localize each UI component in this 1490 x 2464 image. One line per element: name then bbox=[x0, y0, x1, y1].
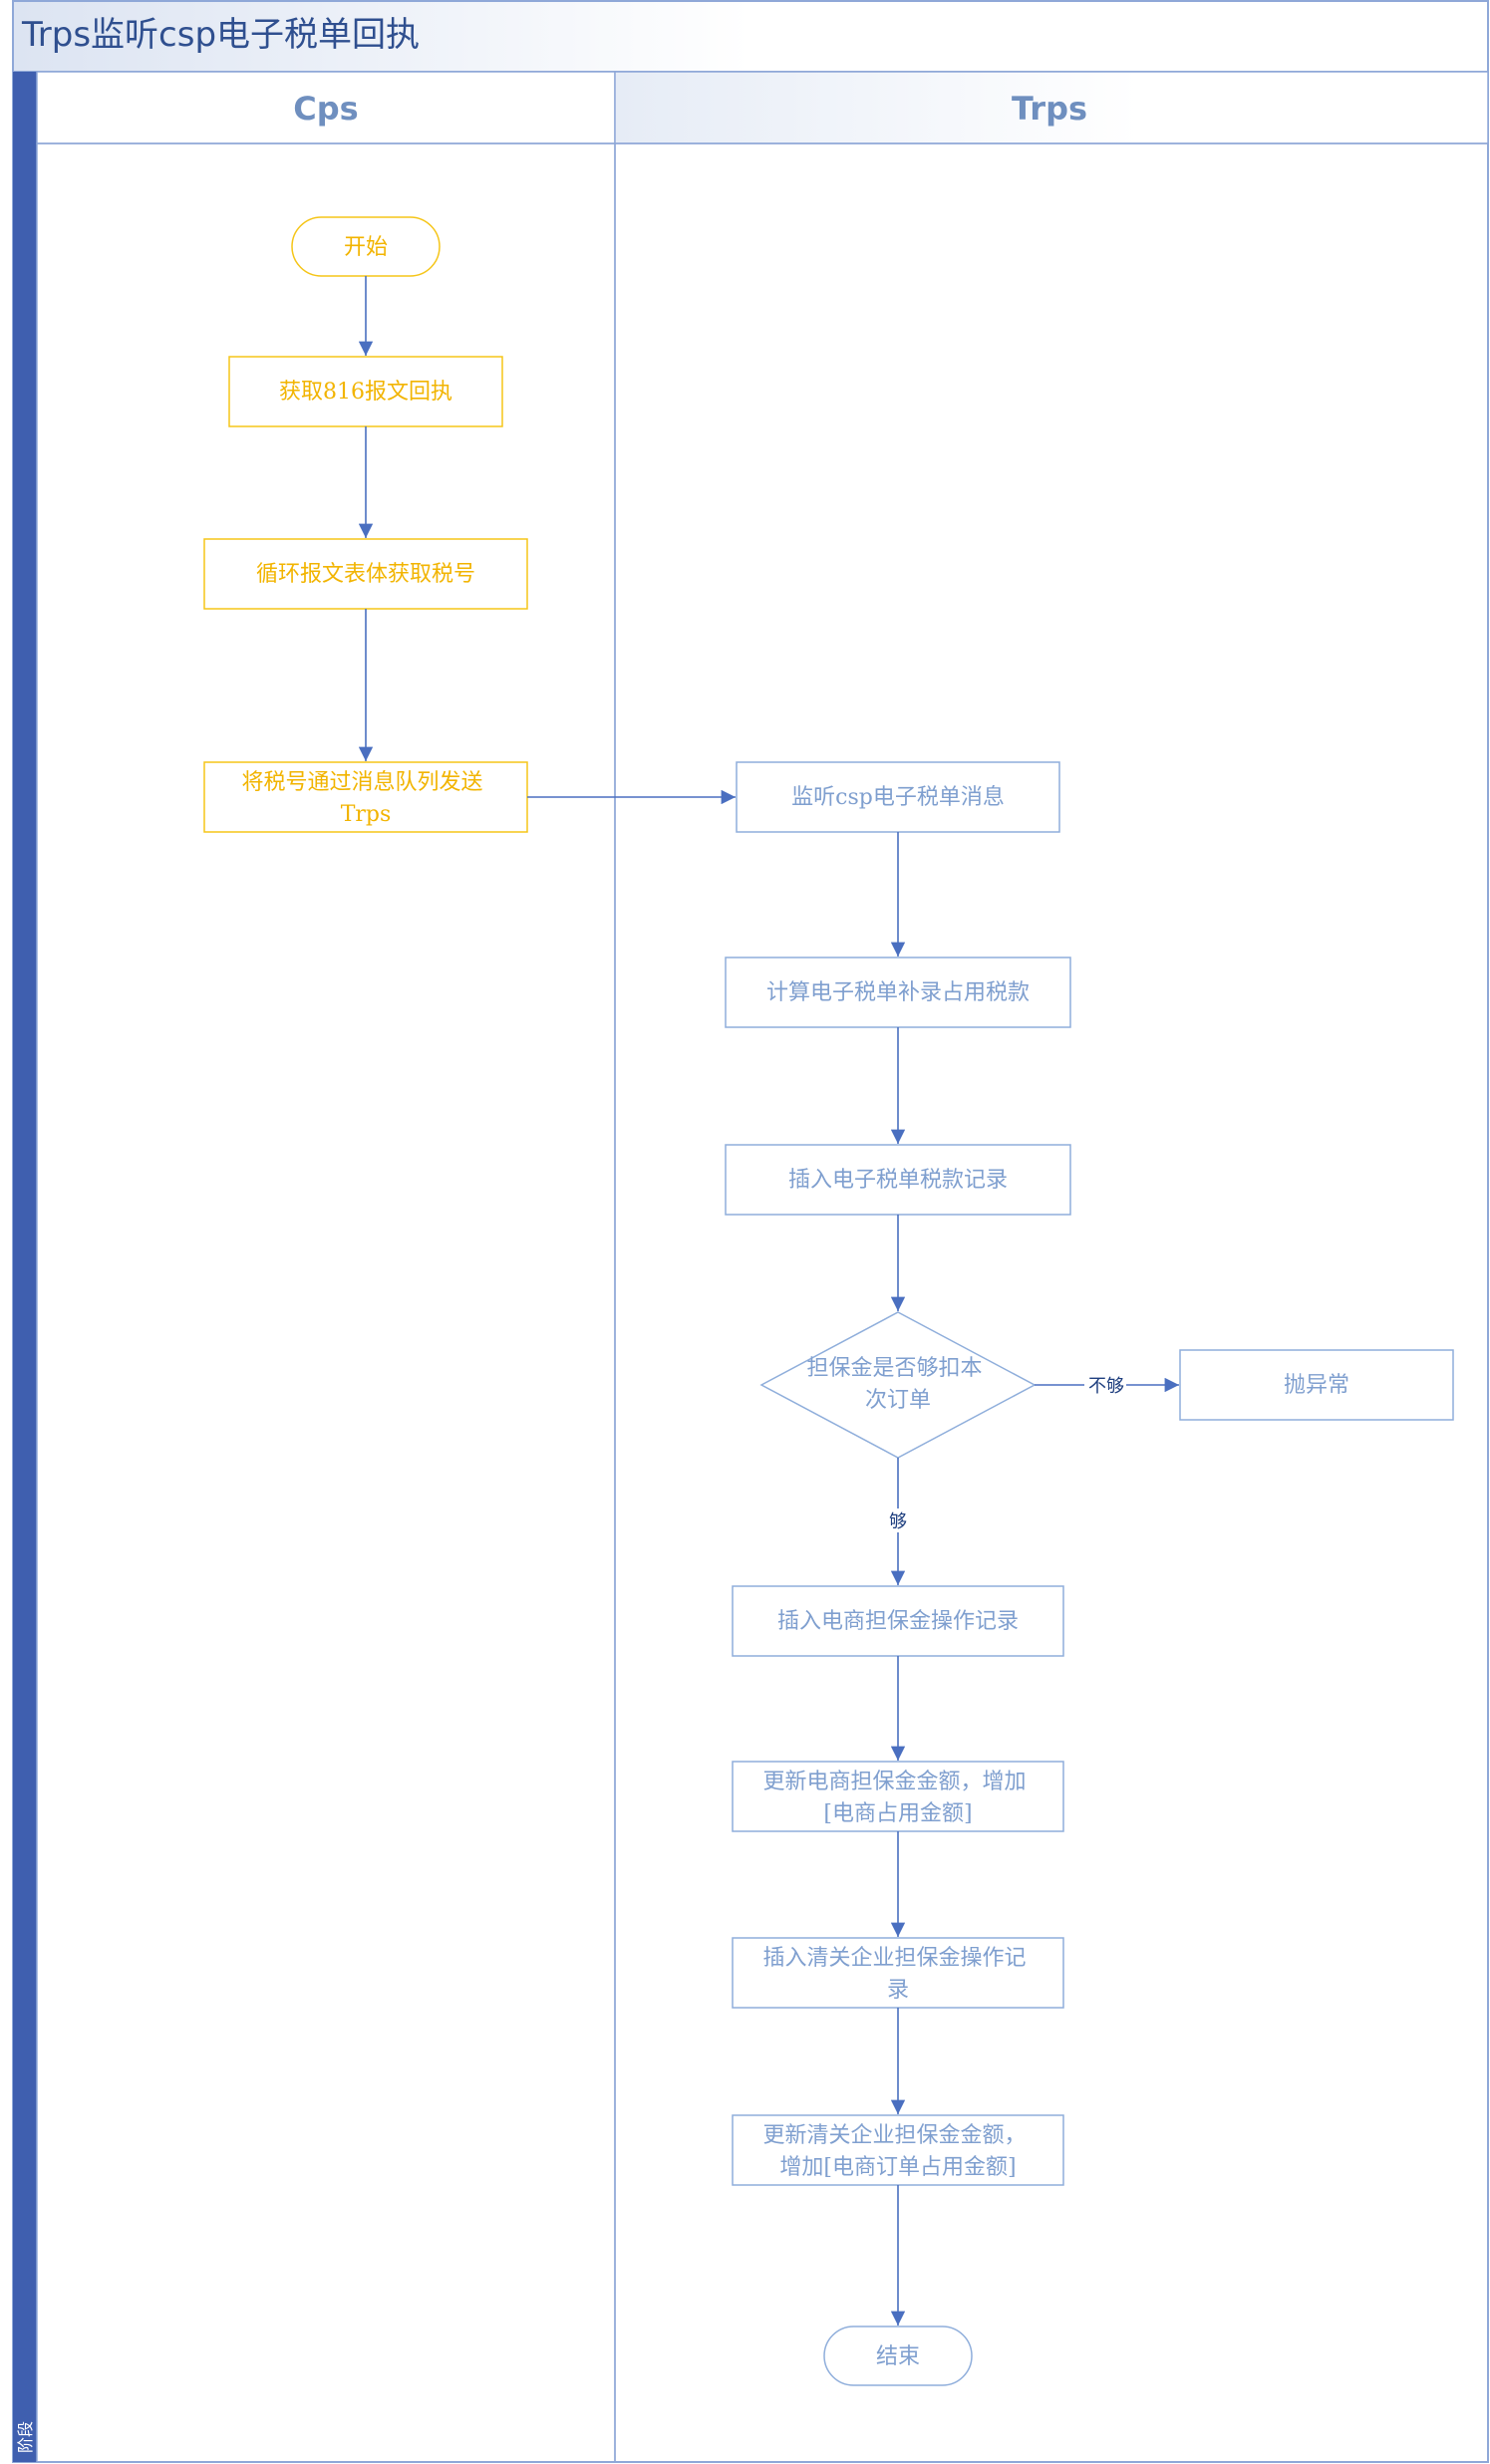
node-insert-customs-line-2: 录 bbox=[887, 1978, 909, 2003]
node-decision: 担保金是否够扣本 次订单 bbox=[759, 1311, 1037, 1459]
node-throw: 抛异常 bbox=[1179, 1349, 1454, 1421]
node-update-amount-line-1: 更新电商担保金金额，增加 bbox=[762, 1770, 1026, 1794]
stage-bar bbox=[13, 72, 37, 2462]
edge-label-enough: 够 bbox=[889, 1511, 907, 1532]
svg-text:循环报文表体获取税号: 循环报文表体获取税号 bbox=[256, 562, 475, 587]
title-bar bbox=[12, 0, 1489, 73]
node-loop-body-line-1: 循环报文表体获取税号 bbox=[256, 562, 475, 587]
node-listen: 监听csp电子税单消息 bbox=[736, 761, 1060, 833]
node-insert-record-line-1: 插入电子税单税款记录 bbox=[788, 1168, 1008, 1193]
node-update-amount-line-2: [电商占用金额] bbox=[823, 1801, 972, 1826]
svg-text:插入电商担保金操作记录: 插入电商担保金操作记录 bbox=[777, 1609, 1019, 1634]
node-start-label: 开始 bbox=[344, 235, 388, 260]
node-update-amount: 更新电商担保金金额，增加 [电商占用金额] bbox=[732, 1761, 1064, 1832]
node-update-customs-line-2: 增加[电商订单占用金额] bbox=[779, 2155, 1016, 2180]
node-throw-line-1: 抛异常 bbox=[1284, 1373, 1349, 1398]
node-send-queue-line-1: 将税号通过消息队列发送 bbox=[241, 770, 482, 795]
lane-header-trps bbox=[614, 71, 1489, 144]
node-listen-line-1: 监听csp电子税单消息 bbox=[791, 785, 1005, 810]
node-loop-body: 循环报文表体获取税号 bbox=[203, 538, 528, 610]
svg-text:获取816报文回执: 获取816报文回执 bbox=[279, 380, 452, 405]
node-start: 开始 bbox=[291, 216, 441, 277]
node-update-customs: 更新清关企业担保金金额， 增加[电商订单占用金额] bbox=[732, 2114, 1064, 2186]
svg-text:计算电子税单补录占用税款: 计算电子税单补录占用税款 bbox=[766, 980, 1030, 1005]
node-fetch-receipt: 获取816报文回执 bbox=[228, 356, 503, 427]
diagram-title: Trps监听csp电子税单回执 bbox=[21, 15, 420, 55]
node-fetch-receipt-line-1: 获取816报文回执 bbox=[279, 380, 452, 405]
lane-header-cps bbox=[36, 71, 616, 144]
svg-text:抛异常: 抛异常 bbox=[1284, 1373, 1349, 1398]
node-update-customs-line-1: 更新清关企业担保金金额， bbox=[762, 2123, 1026, 2148]
node-calc: 计算电子税单补录占用税款 bbox=[725, 957, 1071, 1028]
stage-label: 阶段 bbox=[16, 2421, 35, 2453]
node-insert-guarantee: 插入电商担保金操作记录 bbox=[732, 1585, 1064, 1657]
svg-text:更新清关企业担保金金额， 增加[电商订单占用金额: 更新清关企业担保金金额， 增加[电商订单占用金额] bbox=[762, 2123, 1033, 2180]
lane-trps bbox=[614, 142, 1489, 2463]
svg-text:更新电商担保金金额，增加 [电商占用金额]: 更新电商担保金金额，增加 [电商占用金额] bbox=[762, 1770, 1033, 1826]
node-calc-line-1: 计算电子税单补录占用税款 bbox=[766, 980, 1030, 1005]
svg-text:将税号通过消息队列发送 Trps: 将税号通过消息队列发送 Trps bbox=[241, 770, 489, 827]
node-end: 结束 bbox=[823, 2326, 973, 2386]
node-send-queue-line-2: Trps bbox=[341, 802, 392, 827]
svg-text:插入清关企业担保金操作记 录: 插入清关企业担保金操作记 录 bbox=[762, 1946, 1033, 2003]
node-send-queue: 将税号通过消息队列发送 Trps bbox=[203, 761, 528, 833]
lane-title-trps: Trps bbox=[1012, 90, 1087, 128]
node-decision-line-1: 担保金是否够扣本 bbox=[806, 1356, 982, 1381]
node-insert-record: 插入电子税单税款记录 bbox=[725, 1144, 1071, 1216]
svg-text:插入电子税单税款记录: 插入电子税单税款记录 bbox=[788, 1168, 1008, 1193]
node-insert-guarantee-line-1: 插入电商担保金操作记录 bbox=[777, 1609, 1019, 1634]
node-insert-customs: 插入清关企业担保金操作记 录 bbox=[732, 1937, 1064, 2009]
node-decision-line-2: 次订单 bbox=[865, 1388, 931, 1413]
svg-text:监听csp电子税单消息: 监听csp电子税单消息 bbox=[791, 785, 1005, 810]
edge-label-not-enough: 不够 bbox=[1088, 1376, 1124, 1397]
node-end-label: 结束 bbox=[876, 2344, 920, 2369]
lane-title-cps: Cps bbox=[293, 90, 358, 128]
node-insert-customs-line-1: 插入清关企业担保金操作记 bbox=[762, 1946, 1026, 1971]
svg-text:担保金是否够扣本 次订单: 担保金是否够扣本 次订单 bbox=[806, 1356, 989, 1413]
